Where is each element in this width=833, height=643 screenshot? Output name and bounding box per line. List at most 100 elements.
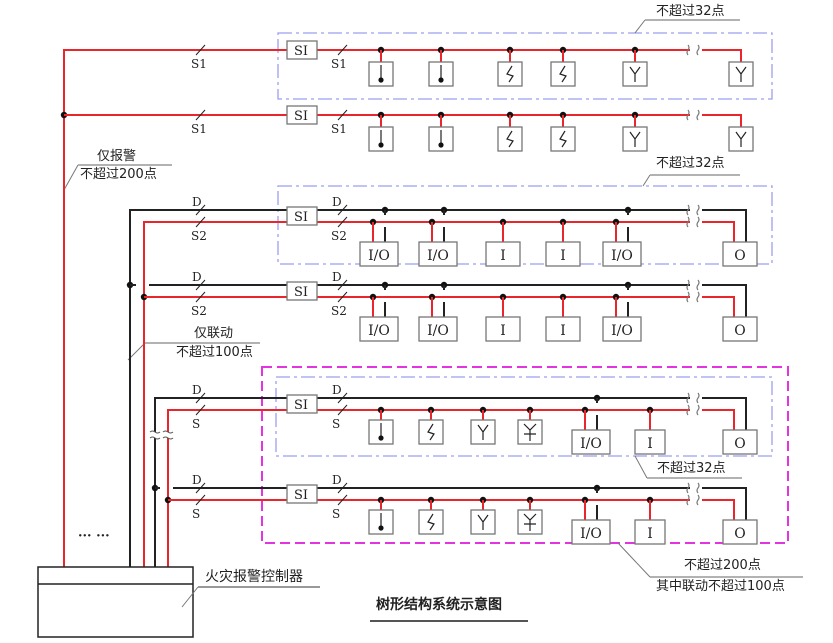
device-box [722,519,758,545]
loop-limit-1: 不超过32点 [656,4,725,19]
heat-detector-dot [378,525,384,531]
si-label: SI [294,109,308,124]
module-label: I/O [427,323,449,339]
device-heat [368,419,394,445]
device-box [571,519,611,545]
device-smoke [550,61,576,87]
module-label: I [500,323,506,339]
module-label: O [734,436,745,452]
d-label: D [192,383,202,397]
break-mark [696,204,700,216]
tick-slash [195,109,206,121]
device-o: O [722,429,758,455]
signal-bus-end [702,114,742,131]
tick-slash [337,109,348,121]
device-heat [368,509,394,535]
d-label: D [332,195,342,209]
tick-slash [195,392,206,404]
signal-bus-end [702,409,735,430]
break-mark [686,482,690,494]
gas-detector-icon [523,513,537,531]
smoke-detector-icon [427,513,435,531]
linkage-only-limit: 不超过100点 [176,345,253,360]
linkage-only-label: 仅联动 [194,326,233,341]
device-box [634,429,666,455]
tick-slash [337,216,348,228]
device-i-o: I/O [602,241,642,267]
si-isolator-box [286,206,318,226]
break-mark [149,436,161,440]
alarm-only-label: 仅报警 [97,148,136,164]
module-label: I [647,526,653,542]
break-mark [686,392,690,404]
device-box [497,126,523,152]
flame-detector-icon [629,131,641,147]
break-mark [696,109,700,121]
break-mark [696,404,700,416]
break-mark [686,279,690,291]
s2-label: S2 [191,229,207,243]
device-i-o: I/O [602,316,642,342]
si-label: SI [294,285,308,300]
device-i-o: I/O [418,316,458,342]
s-label: S [192,507,200,521]
d-label: D [332,383,342,397]
leader [63,164,79,191]
module-label: I [647,436,653,452]
loop-limit-2: 不超过32点 [656,156,725,171]
device-box [359,241,399,267]
device-flame [622,61,648,87]
break-mark [162,430,174,434]
si-isolator-box [286,281,318,301]
tick-slash [337,482,348,494]
heat-detector-dot [438,142,444,148]
power-trunk-1 [129,209,287,568]
device-box [571,429,611,455]
break-mark [686,44,690,56]
break-mark [696,392,700,404]
s-label: S [192,417,200,431]
tick-slash [195,482,206,494]
power-trunk-2 [154,397,287,432]
device-box [722,316,758,342]
device-flame [622,126,648,152]
device-o: O [722,519,758,545]
device-i-o: I/O [571,519,611,545]
flame-detector-icon [477,424,489,440]
device-i: I [545,241,581,267]
smoke-detector-icon [427,423,435,441]
module-label: I/O [611,248,633,264]
fire-alarm-controller [37,566,194,638]
d-label: D [192,195,202,209]
si-isolator-box [286,40,318,60]
device-gas [517,419,543,445]
tick-slash [337,44,348,56]
alarm-only-limit: 不超过200点 [80,167,157,182]
smoke-detector-icon [559,130,567,148]
device-box [602,241,642,267]
device-box [722,429,758,455]
device-i: I [634,429,666,455]
device-heat [368,126,394,152]
module-label: I/O [368,323,390,339]
module-label: I/O [580,436,602,452]
device-smoke [418,509,444,535]
loop-limit-3: 不超过32点 [657,461,726,476]
device-i-o: I/O [359,241,399,267]
break-mark [686,109,690,121]
tick-slash [337,279,348,291]
leader [634,19,646,34]
device-heat [368,61,394,87]
device-smoke [497,126,523,152]
si-label: SI [294,398,308,413]
controller-leader [181,586,320,608]
module-label: I [560,248,566,264]
tick-slash [337,291,348,303]
device-box [485,316,521,342]
break-mark [686,291,690,303]
module-label: I/O [427,248,449,264]
break-mark [162,436,174,440]
module-label: I [500,248,506,264]
module-label: O [734,526,745,542]
power-bus-end [702,397,747,430]
